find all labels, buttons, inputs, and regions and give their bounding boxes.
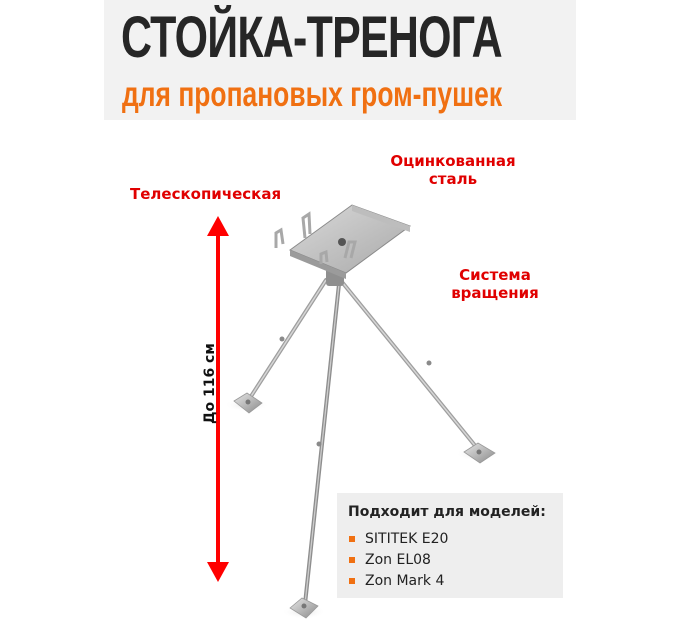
compatible-models-title: Подходит для моделей: <box>348 504 546 520</box>
double-arrow-vertical-icon <box>207 216 229 582</box>
callout-galvanized-line2: сталь <box>428 170 478 188</box>
page-title: СТОЙКА-ТРЕНОГА <box>121 5 503 70</box>
header-banner <box>104 0 576 120</box>
callout-galvanized-line1: Оцинкованная <box>390 152 516 170</box>
list-item: Zon Mark 4 <box>348 571 448 592</box>
callout-rotation-system: Система вращения <box>435 266 555 302</box>
callout-galvanized-steel: Оцинкованная сталь <box>373 152 533 188</box>
models-list: SITITEK E20 Zon EL08 Zon Mark 4 <box>348 529 448 592</box>
tripod-stand-icon <box>225 204 500 619</box>
model-label: SITITEK E20 <box>365 531 449 547</box>
bullet-square-icon <box>349 578 355 584</box>
bullet-square-icon <box>349 536 355 542</box>
model-label: Zon Mark 4 <box>365 573 445 589</box>
height-dimension-label: До 116 см <box>202 343 218 424</box>
list-item: Zon EL08 <box>348 550 448 571</box>
compatible-models-box: Подходит для моделей: SITITEK E20 Zon EL… <box>337 493 563 598</box>
bullet-square-icon <box>349 557 355 563</box>
list-item: SITITEK E20 <box>348 529 448 550</box>
callout-telescopic: Телескопическая <box>130 185 282 203</box>
callout-rotation-line1: Система <box>459 266 531 284</box>
page-subtitle: для пропановых гром-пушек <box>122 75 503 114</box>
callout-rotation-line2: вращения <box>451 284 539 302</box>
model-label: Zon EL08 <box>365 552 431 568</box>
